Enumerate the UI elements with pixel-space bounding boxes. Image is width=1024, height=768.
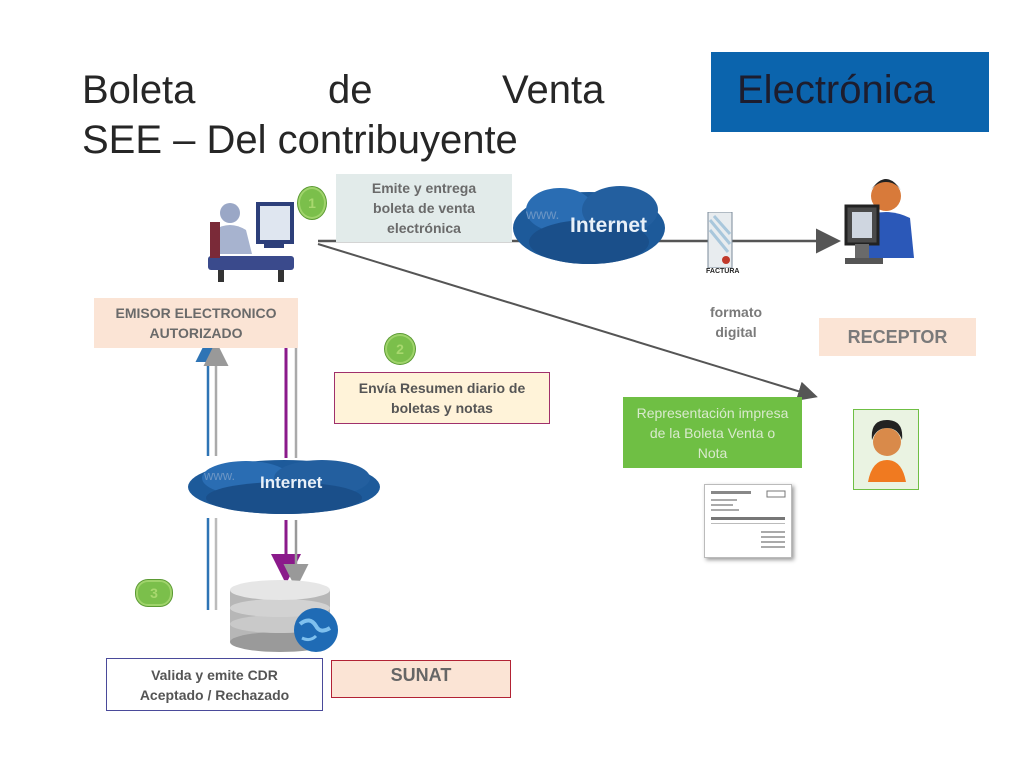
step3-badge: 3 bbox=[136, 580, 172, 606]
step1-text: Emite y entrega boleta de venta electrón… bbox=[371, 180, 477, 236]
cloud-top-www: www. bbox=[526, 206, 560, 222]
internet-cloud-top: www. Internet bbox=[510, 180, 668, 270]
title-subtitle: SEE – Del contribuyente bbox=[82, 118, 518, 162]
representacion-person-icon bbox=[853, 409, 919, 490]
factura-document-icon: FACTURA bbox=[706, 212, 739, 278]
step2-number: 2 bbox=[396, 341, 404, 357]
step3-text: Valida y emite CDR Aceptado / Rechazado bbox=[139, 666, 290, 703]
representacion-text: Representación impresa de la Boleta Vent… bbox=[636, 404, 789, 461]
title-word-venta: Venta bbox=[502, 68, 605, 112]
step3-number: 3 bbox=[150, 585, 158, 601]
arrow-emisor-representacion bbox=[317, 243, 818, 401]
printed-receipt-icon bbox=[704, 484, 792, 558]
step2-label-box: Envía Resumen diario de boletas y notas bbox=[334, 372, 550, 424]
receptor-label: RECEPTOR bbox=[847, 327, 948, 347]
step1-badge: 1 bbox=[298, 187, 326, 219]
representacion-box: Representación impresa de la Boleta Vent… bbox=[623, 397, 802, 468]
step2-text: Envía Resumen diario de boletas y notas bbox=[358, 380, 526, 416]
sunat-box: SUNAT bbox=[331, 660, 511, 698]
step1-label-box: Emite y entrega boleta de venta electrón… bbox=[336, 174, 512, 242]
factura-label: FACTURA bbox=[706, 268, 740, 275]
title-highlight-text: Electrónica bbox=[737, 68, 935, 112]
cloud-left-www: www. bbox=[204, 468, 236, 483]
internet-cloud-left: www. Internet bbox=[186, 456, 382, 518]
title-word-boleta: Boleta bbox=[82, 68, 196, 112]
cloud-top-word: Internet bbox=[570, 214, 648, 237]
sunat-database-icon bbox=[226, 578, 356, 654]
receptor-box: RECEPTOR bbox=[819, 318, 976, 356]
emisor-label: EMISOR ELECTRONICO AUTORIZADO bbox=[115, 305, 277, 341]
title-highlight-box: Electrónica bbox=[711, 52, 989, 132]
step1-number: 1 bbox=[308, 195, 316, 211]
sunat-label: SUNAT bbox=[390, 665, 452, 685]
title-word-de: de bbox=[328, 68, 373, 112]
step2-badge: 2 bbox=[385, 334, 415, 364]
formato-digital-label: formato digital bbox=[684, 300, 788, 344]
formato-text: formato digital bbox=[709, 304, 763, 340]
step3-label-box: Valida y emite CDR Aceptado / Rechazado bbox=[106, 658, 323, 711]
cloud-left-word: Internet bbox=[260, 473, 323, 492]
emisor-box: EMISOR ELECTRONICO AUTORIZADO bbox=[94, 298, 298, 348]
